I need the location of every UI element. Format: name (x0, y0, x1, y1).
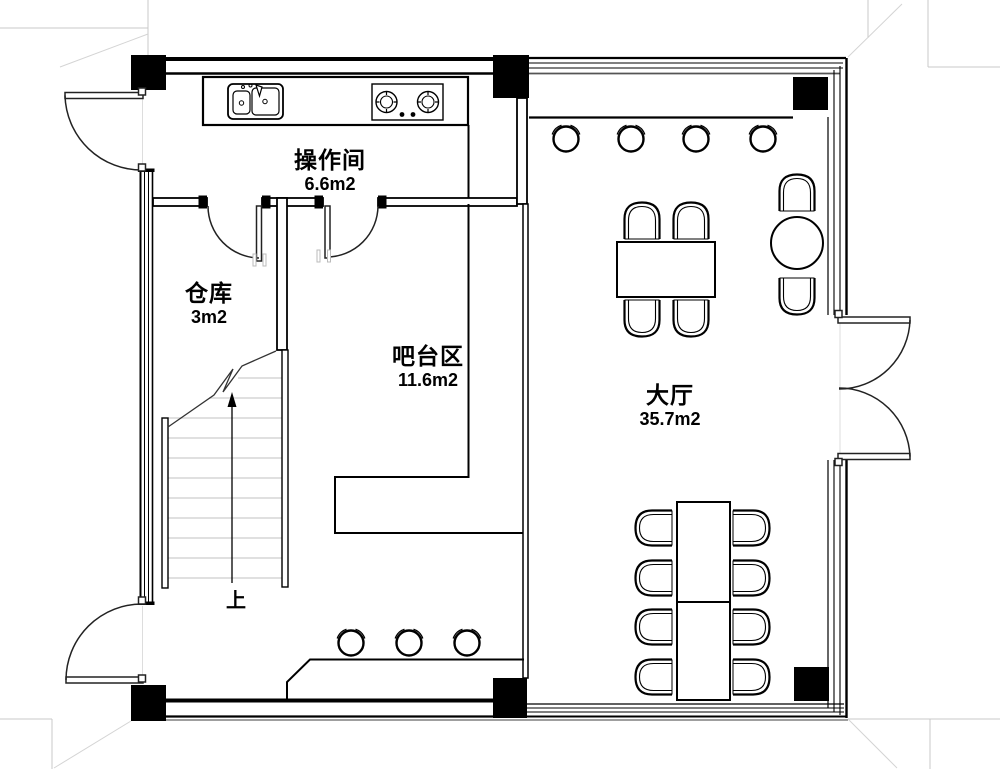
table-rect (616, 241, 716, 298)
bar-stools-top (551, 123, 778, 153)
right-window-wall (827, 58, 848, 718)
stair-break-line (167, 350, 277, 428)
room-label-bar: 吧台区 11.6m2 (392, 343, 464, 390)
sink-icon (227, 83, 284, 120)
four-seat-table (616, 201, 716, 338)
room-area: 6.6m2 (304, 174, 356, 194)
door-main-entrance (834, 309, 911, 467)
room-area: 35.7m2 (639, 409, 701, 429)
round-table (770, 216, 824, 270)
stair-rail-left (161, 417, 169, 589)
door-bottom-left (65, 596, 147, 684)
table-rect (676, 501, 731, 603)
doors (64, 87, 911, 684)
door-storage (207, 205, 267, 267)
room-name: 大厅 (646, 382, 694, 408)
bottom-window-wall (131, 703, 848, 721)
room-label-storage: 仓库 3m2 (185, 280, 233, 327)
columns (131, 55, 829, 721)
room-label-kitchen: 操作间 6.6m2 (294, 147, 366, 194)
exterior-walls (131, 55, 848, 721)
stair-direction-label: 上 (226, 590, 246, 612)
stove-icon (371, 83, 444, 121)
room-name: 吧台区 (392, 343, 464, 369)
stair-rail-right (281, 349, 289, 588)
table-rect (676, 601, 731, 701)
long-table-set (634, 501, 771, 701)
interior-walls (152, 97, 793, 679)
stair-up-arrow (227, 392, 237, 583)
door-bar (316, 205, 379, 263)
room-name: 仓库 (185, 280, 233, 306)
bottom-bar-counter (286, 658, 524, 699)
left-window-wall (138, 168, 155, 605)
room-name: 操作间 (294, 147, 366, 173)
room-area: 3m2 (190, 307, 228, 327)
bar-stools-bottom (336, 628, 482, 657)
round-table-set (770, 173, 824, 316)
door-top-left (64, 87, 147, 172)
bar-counter (286, 204, 524, 699)
stair-treads (168, 377, 282, 579)
room-area: 11.6m2 (397, 370, 459, 390)
room-label-hall: 大厅 35.7m2 (639, 382, 701, 429)
stairs (161, 349, 289, 589)
furniture (336, 123, 824, 701)
